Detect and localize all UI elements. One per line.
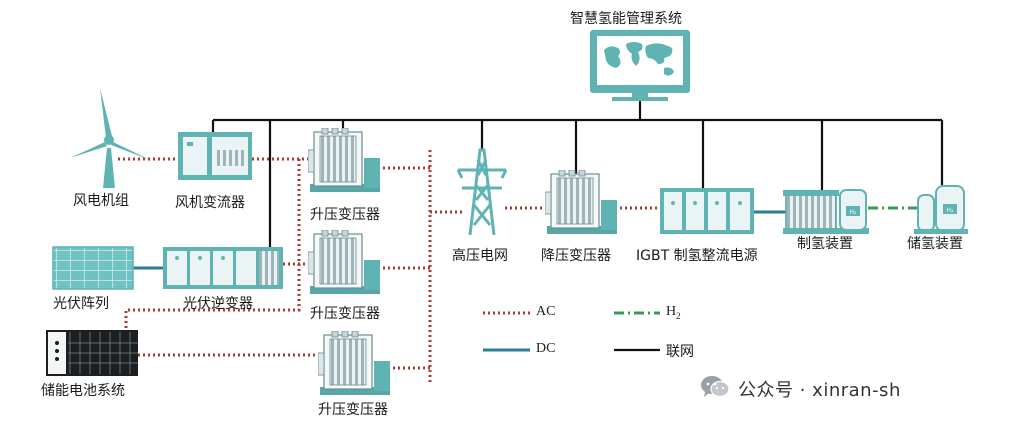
grid-tower-icon (456, 148, 508, 236)
watermark-text: 公众号 · xinran-sh (738, 380, 901, 401)
label-wind-turbine: 风电机组 (73, 193, 129, 209)
legend-network-label: 联网 (666, 344, 694, 360)
label-step-down: 降压变压器 (541, 248, 611, 264)
electrolyzer-icon: H₂ (783, 189, 869, 234)
rectifier-icon (660, 188, 754, 234)
monitor-icon (590, 30, 690, 101)
storage-battery-icon (46, 330, 138, 376)
legend-dc-label: DC (536, 341, 556, 356)
ac-lines (118, 150, 660, 385)
label-pv-array: 光伏阵列 (53, 296, 109, 312)
label-wind-converter: 风机变流器 (175, 195, 245, 211)
step-up-transformer-3-icon (318, 331, 391, 396)
pv-array-icon (52, 246, 134, 290)
legend-h2-label: H2 (666, 304, 681, 321)
step-up-transformer-1-icon (308, 128, 381, 193)
label-storage: 储能电池系统 (41, 383, 125, 399)
watermark: 公众号 · xinran-sh (700, 374, 901, 404)
wind-converter-icon (178, 132, 252, 180)
network-lines (211, 100, 944, 250)
dc-lines (133, 210, 786, 270)
label-step-up-1: 升压变压器 (310, 207, 380, 223)
label-grid: 高压电网 (452, 248, 508, 264)
label-electrolyzer: 制氢装置 (797, 236, 853, 252)
svg-text:H₂: H₂ (947, 207, 955, 214)
step-down-transformer-icon (545, 170, 618, 235)
step-up-transformer-2-icon (308, 230, 381, 295)
label-step-up-3: 升压变压器 (318, 402, 388, 418)
ac-collector-left (124, 159, 301, 330)
pv-inverter-icon (163, 247, 283, 289)
diagram-title: 智慧氢能管理系统 (570, 11, 682, 27)
h2-storage-icon: H₂ (914, 185, 968, 234)
wechat-icon (700, 374, 730, 404)
svg-text:H₂: H₂ (850, 209, 858, 216)
wind-turbine-icon (70, 88, 150, 188)
label-rectifier: IGBT 制氢整流电源 (636, 248, 758, 264)
label-step-up-2: 升压变压器 (310, 306, 380, 322)
label-pv-inverter: 光伏逆变器 (183, 296, 253, 312)
label-h2-storage: 储氢装置 (907, 236, 963, 252)
legend-ac-label: AC (536, 304, 556, 319)
